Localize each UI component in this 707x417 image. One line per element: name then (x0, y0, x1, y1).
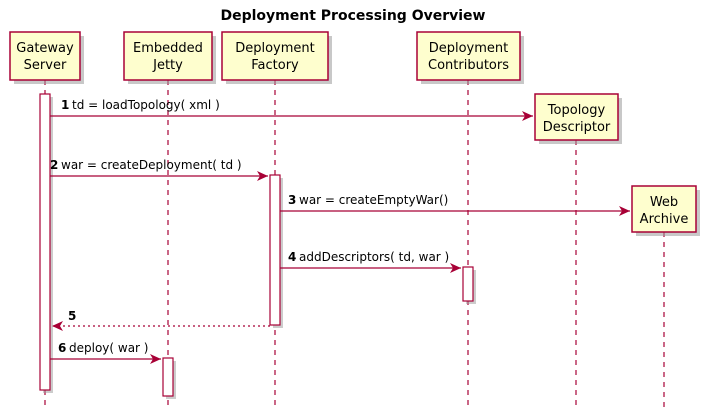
message-arrowhead (257, 171, 268, 181)
act-contributors (462, 266, 476, 304)
participant-label-line2: Jetty (152, 58, 183, 73)
message-label: deploy( war ) (69, 341, 149, 355)
message-sequence-number: 1 (61, 98, 69, 112)
activation-bar (462, 266, 474, 302)
activation-bar (39, 93, 51, 391)
message-arrowhead (450, 263, 461, 273)
act-factory (269, 174, 283, 328)
participant-box (416, 31, 521, 81)
message-sequence-number: 3 (288, 193, 296, 207)
message-arrowhead (150, 354, 161, 364)
participant-label-line2: Archive (640, 212, 689, 227)
diagram-title: Deployment Processing Overview (221, 8, 486, 24)
message-sequence-number: 5 (68, 309, 76, 323)
message-label: addDescriptors( td, war ) (299, 250, 449, 264)
participant-label-line1: Web (650, 195, 678, 210)
message-sequence-number: 2 (50, 158, 58, 172)
activation-bar (269, 174, 281, 326)
message-arrowhead (522, 111, 533, 121)
activations-group (39, 93, 476, 399)
message-sequence-number: 4 (288, 250, 296, 264)
participants-group: GatewayServerEmbeddedJettyDeploymentFact… (9, 31, 700, 236)
message-sequence-number: 6 (58, 341, 66, 355)
participant-box (534, 93, 619, 141)
message-label: war = createDeployment( td ) (61, 158, 242, 172)
message-label: war = createEmptyWar() (299, 193, 448, 207)
participant-label-line2: Contributors (428, 58, 509, 73)
participant-label-line1: Deployment (429, 41, 509, 56)
participant-label-line1: Gateway (16, 41, 74, 56)
act-gateway (39, 93, 53, 393)
participant-label-line2: Factory (251, 58, 299, 73)
participant-box (9, 31, 81, 81)
participant-label-line2: Server (24, 58, 67, 73)
participant-label-line1: Topology (547, 103, 606, 118)
message-arrowhead (619, 206, 630, 216)
act-jetty (162, 357, 176, 399)
participant-label-line1: Deployment (235, 41, 315, 56)
participant-label-line1: Embedded (133, 41, 203, 56)
activation-bar (162, 357, 174, 397)
participant-box (631, 185, 697, 233)
participant-box (221, 31, 329, 81)
message-5[interactable]: 5 (52, 309, 270, 331)
participant-label-line2: Descriptor (543, 120, 611, 135)
message-arrowhead (52, 321, 63, 331)
message-label: td = loadTopology( xml ) (72, 98, 220, 112)
participant-box (123, 31, 213, 81)
